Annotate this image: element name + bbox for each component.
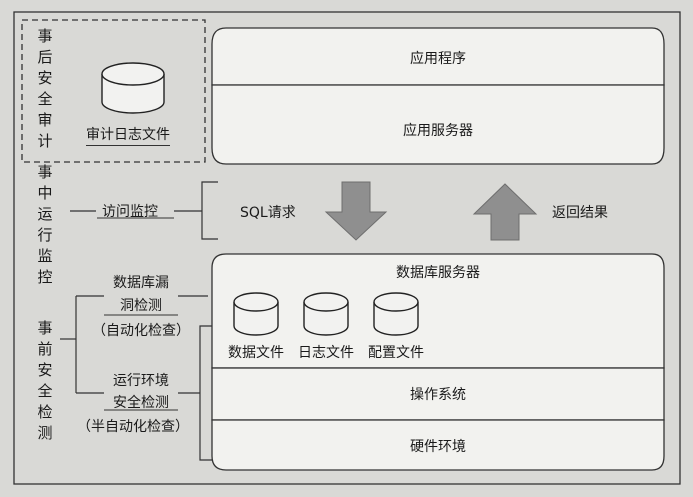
data-file-cylinder-icon [233, 292, 279, 336]
config-file-cylinder-icon [373, 292, 419, 336]
db-vuln-line2: 洞检测 [120, 298, 162, 314]
access-control-label: 访问监控 [102, 204, 158, 220]
hardware-layer-label: 硬件环境 [410, 439, 466, 455]
env-check-bracket [199, 325, 212, 461]
audit-log-cylinder-icon [101, 62, 165, 114]
os-layer-box [211, 367, 665, 421]
app-server-layer-box [211, 84, 665, 165]
pre-check-label: 事 前 安 全 检 测 [37, 319, 53, 442]
db-server-layer-label: 数据库服务器 [396, 265, 480, 281]
sql-request-label: SQL请求 [240, 205, 296, 221]
audit-log-file-label: 审计日志文件 [86, 124, 170, 146]
env-check-line1: 运行环境 [113, 373, 169, 389]
os-layer-label: 操作系统 [410, 387, 466, 403]
log-file-label: 日志文件 [298, 345, 354, 361]
in-process-monitor-label: 事 中 运 行 监 控 [37, 163, 53, 286]
log-file-cylinder-icon [303, 292, 349, 336]
outer-frame [13, 11, 681, 485]
db-vuln-line1: 数据库漏 [113, 275, 169, 291]
sql-request-arrow-icon [324, 181, 388, 241]
audit-dashed-box [21, 19, 206, 163]
config-file-label: 配置文件 [368, 345, 424, 361]
application-layer-label: 应用程序 [410, 51, 466, 67]
env-check-line2: 安全检测 [113, 395, 169, 411]
env-check-line3: （半自动化检查） [77, 419, 189, 435]
post-audit-label: 事 后 安 全 审 计 [37, 27, 53, 150]
access-control-bracket [201, 181, 218, 240]
data-file-label: 数据文件 [228, 345, 284, 361]
return-result-label: 返回结果 [552, 205, 608, 221]
hardware-layer-box [211, 419, 665, 471]
db-vuln-line3: （自动化检查） [92, 323, 190, 339]
app-server-layer-label: 应用服务器 [403, 123, 473, 139]
return-result-arrow-icon [472, 183, 538, 241]
